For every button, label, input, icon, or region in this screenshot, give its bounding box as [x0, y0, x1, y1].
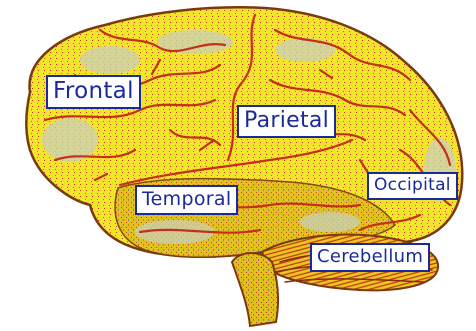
cerebellum-label: Cerebellum: [310, 243, 430, 272]
temporal-lobe-label: Temporal: [135, 185, 238, 215]
frontal-lobe-label: Frontal: [46, 75, 141, 109]
brain-stem-shape: [232, 253, 278, 326]
parietal-lobe-label: Parietal: [237, 105, 336, 138]
occipital-lobe-label: Occipital: [367, 172, 458, 200]
